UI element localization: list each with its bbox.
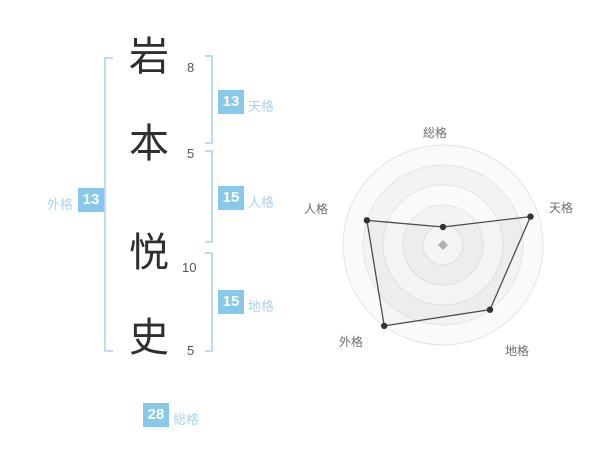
stroke-count-4: 5 <box>187 343 195 358</box>
radar-axis-label-gaikaku: 外格 <box>339 335 364 349</box>
chikaku-label: 地格 <box>248 299 275 314</box>
radar-data-point <box>527 213 534 220</box>
radar-center-marker <box>438 240 448 250</box>
radar-data-point <box>381 322 388 330</box>
name-char-3: 悦 <box>129 231 169 275</box>
name-char-1: 岩 <box>129 35 169 79</box>
stroke-count-2: 5 <box>187 146 195 161</box>
jinkaku-value-box: 15 <box>218 186 244 210</box>
radar-axis-label-jinkaku: 人格 <box>304 202 329 216</box>
stroke-count-3: 10 <box>182 260 197 275</box>
soukaku-label: 総格 <box>173 412 200 427</box>
name-char-2: 本 <box>129 122 169 166</box>
chikaku-value-box: 15 <box>218 290 244 314</box>
tenkaku-label: 天格 <box>248 99 275 114</box>
chikaku-bracket <box>205 252 213 352</box>
gaikaku-value-box: 13 <box>78 188 104 212</box>
radar-data-point <box>363 217 371 224</box>
radar-axis-label-soukaku: 総格 <box>423 126 448 140</box>
stroke-count-1: 8 <box>187 60 195 75</box>
radar-axis-label-chikaku: 地格 <box>505 344 530 358</box>
gaikaku-label: 外格 <box>47 197 74 212</box>
soukaku-value-box: 28 <box>143 403 169 427</box>
radar-axis-label-tenkaku: 天格 <box>549 201 574 215</box>
radar-data-polygon <box>366 215 532 327</box>
tenkaku-value-box: 13 <box>218 90 244 114</box>
radar-data-point <box>439 223 447 231</box>
jinkaku-label: 人格 <box>248 195 275 210</box>
radar-chart-svg <box>342 144 544 346</box>
gaikaku-bracket <box>104 57 113 352</box>
name-char-4: 史 <box>129 316 169 360</box>
jinkaku-bracket <box>205 150 213 243</box>
tenkaku-bracket <box>205 55 213 144</box>
radar-data-point <box>486 306 494 313</box>
